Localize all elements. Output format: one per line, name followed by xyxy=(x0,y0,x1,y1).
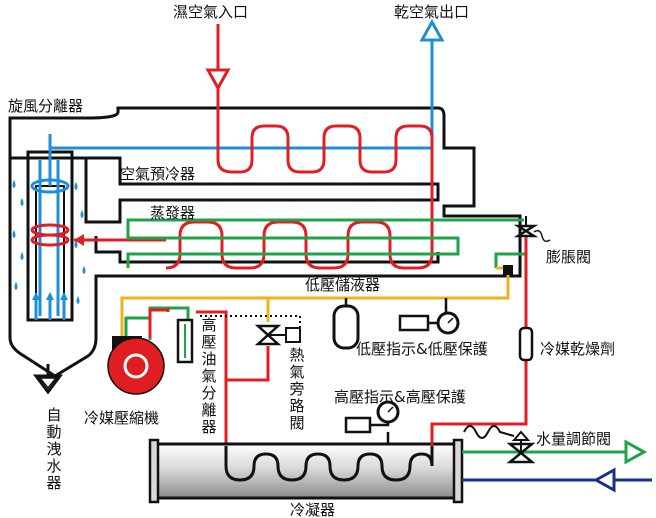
label-wet-air-inlet: 濕空氣入口 xyxy=(173,3,248,21)
label-air-precooler: 空氣預冷器 xyxy=(120,165,195,183)
precooler-partition xyxy=(10,156,440,224)
evaporator-outlet-arrow xyxy=(74,234,84,246)
hot-gas-bypass-valve xyxy=(200,315,301,346)
auto-drain xyxy=(33,364,63,395)
label-evaporator: 蒸發器 xyxy=(150,204,195,222)
label-cyclone-separator: 旋風分離器 xyxy=(8,97,83,115)
label-water-regulating-valve: 水量調節閥 xyxy=(536,430,611,448)
cyclone-coil xyxy=(30,223,70,247)
label-high-pressure-oil-separator: 高壓油氣分離器 xyxy=(201,316,216,436)
evaporator-coil xyxy=(165,220,434,270)
label-compressor: 冷媒壓縮機 xyxy=(84,409,159,427)
label-low-pressure-indicator: 低壓指示&低壓保護 xyxy=(356,340,488,358)
water-droplets xyxy=(12,180,86,304)
dryer-housing xyxy=(8,106,522,378)
label-refrigerant-drier: 冷媒乾燥劑 xyxy=(540,340,615,358)
cooling-water-return-arrow xyxy=(592,467,616,493)
label-expansion-valve: 膨脹閥 xyxy=(546,248,591,266)
label-dry-air-outlet: 乾空氣出口 xyxy=(394,3,469,21)
label-auto-drain: 自動洩水器 xyxy=(46,406,61,492)
air-flow-path xyxy=(48,36,434,186)
refrigerant-drier xyxy=(518,326,534,362)
label-condenser: 冷凝器 xyxy=(290,501,335,518)
condensed-liquid-line xyxy=(430,358,528,446)
water-regulating-valve xyxy=(463,425,536,464)
expansion-valve xyxy=(513,216,551,243)
high-pressure-switch xyxy=(344,400,400,444)
refrigerant-compressor xyxy=(107,336,165,395)
label-high-pressure-indicator: 高壓指示&高壓保護 xyxy=(334,388,466,406)
cooling-water-supply-arrow xyxy=(624,439,648,465)
condenser-coil xyxy=(224,358,528,482)
refrigerant-low-pressure-loop xyxy=(126,218,524,268)
high-pressure-oil-separator xyxy=(176,318,194,364)
label-hot-gas-bypass-valve: 熱氣旁路閥 xyxy=(289,346,304,432)
suction-junction xyxy=(503,265,513,275)
wet-air-inlet xyxy=(205,24,231,118)
evaporator-partition xyxy=(94,236,440,264)
cyclone-up-arrows xyxy=(32,292,68,300)
low-pressure-switch xyxy=(398,298,460,335)
dry-air-outlet-arrow xyxy=(419,18,445,42)
label-low-pressure-accumulator: 低壓儲液器 xyxy=(305,276,380,294)
low-pressure-accumulator xyxy=(332,298,360,350)
precooler-coil xyxy=(216,118,434,246)
